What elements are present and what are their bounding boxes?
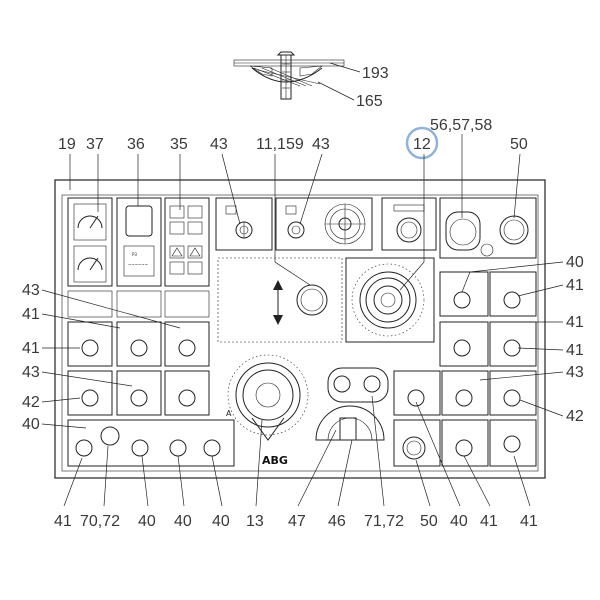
joystick-area xyxy=(217,257,343,343)
key-switch-module xyxy=(381,197,437,251)
emergency-stop-module xyxy=(439,197,537,259)
callout-43-top-a: 43 xyxy=(210,136,228,153)
callout-41-right-a: 41 xyxy=(566,277,584,294)
callout-42-right: 42 xyxy=(566,408,584,425)
blank-plate-1 xyxy=(67,290,113,318)
callout-41-left-b: 41 xyxy=(22,340,40,357)
left-switch-row-1 xyxy=(67,321,210,367)
panel-inner-frame xyxy=(61,194,539,472)
callout-43-left-a: 43 xyxy=(22,282,40,299)
mounting-detail xyxy=(233,51,345,100)
svg-text:~~~~~~: ~~~~~~ xyxy=(128,262,148,267)
left-switch-row-2 xyxy=(67,370,210,416)
callout-70-72: 70,72 xyxy=(80,513,120,530)
callout-40-bottom-d: 40 xyxy=(450,513,468,530)
callout-13: 13 xyxy=(246,513,264,530)
callout-40-left: 40 xyxy=(22,416,40,433)
rotary-knob-13 xyxy=(227,354,309,441)
callout-37: 37 xyxy=(86,136,104,153)
callout-41-bottom-c: 41 xyxy=(520,513,538,530)
callout-41-left-a: 41 xyxy=(22,306,40,323)
travel-lever xyxy=(315,367,389,441)
right-switch-row-2 xyxy=(393,370,537,416)
callout-40-right-a: 40 xyxy=(566,254,584,271)
callout-36: 36 xyxy=(127,136,145,153)
callout-43-left-b: 43 xyxy=(22,364,40,381)
callout-19: 19 xyxy=(58,136,76,153)
callout-47: 47 xyxy=(288,513,306,530)
callout-40-bottom-a: 40 xyxy=(138,513,156,530)
svg-text:P3: P3 xyxy=(132,252,137,257)
callout-41-right-c: 41 xyxy=(566,342,584,359)
callout-43-right: 43 xyxy=(566,364,584,381)
blank-plate-3 xyxy=(164,290,210,318)
callout-42-left: 42 xyxy=(22,394,40,411)
leader-165 xyxy=(317,81,355,101)
callout-46: 46 xyxy=(328,513,346,530)
right-switch-row-1 xyxy=(439,321,537,367)
callout-71-72: 71,72 xyxy=(364,513,404,530)
callout-35: 35 xyxy=(170,136,188,153)
callout-labels: 193 165 19 37 36 35 43 11,159 43 12 56,5… xyxy=(22,65,584,530)
callout-41-bottom-b: 41 xyxy=(480,513,498,530)
callout-41-bottom-a: 41 xyxy=(54,513,72,530)
display-module-36: P3 ~~~~~~ xyxy=(116,197,162,287)
left-switch-row-3 xyxy=(67,419,235,467)
brand-label: ABG xyxy=(262,454,288,467)
callout-50-bottom: 50 xyxy=(420,513,438,530)
callout-40-bottom-b: 40 xyxy=(174,513,192,530)
right-switch-row-3 xyxy=(393,419,537,467)
callout-193: 193 xyxy=(362,65,389,82)
callout-43-top-b: 43 xyxy=(312,136,330,153)
callout-41-right-b: 41 xyxy=(566,314,584,331)
switch-module-top-1 xyxy=(215,197,273,251)
large-dial-12 xyxy=(345,257,435,343)
callout-56-57-58: 56,57,58 xyxy=(430,117,492,134)
callout-50-top: 50 xyxy=(510,136,528,153)
switch-module-right-1 xyxy=(439,271,489,317)
callout-12: 12 xyxy=(413,136,431,153)
leader-lines xyxy=(41,134,564,507)
callout-165: 165 xyxy=(356,93,383,110)
gauge-module-37 xyxy=(67,197,113,287)
callout-40-bottom-c: 40 xyxy=(212,513,230,530)
leader-193 xyxy=(329,62,361,73)
switch-module-top-2 xyxy=(275,197,373,251)
panel-letter: A xyxy=(226,409,232,418)
indicator-module-35 xyxy=(164,197,210,287)
callout-11-159: 11,159 xyxy=(256,136,304,153)
switch-module-right-2 xyxy=(489,271,537,317)
highlight-ring xyxy=(405,126,439,160)
